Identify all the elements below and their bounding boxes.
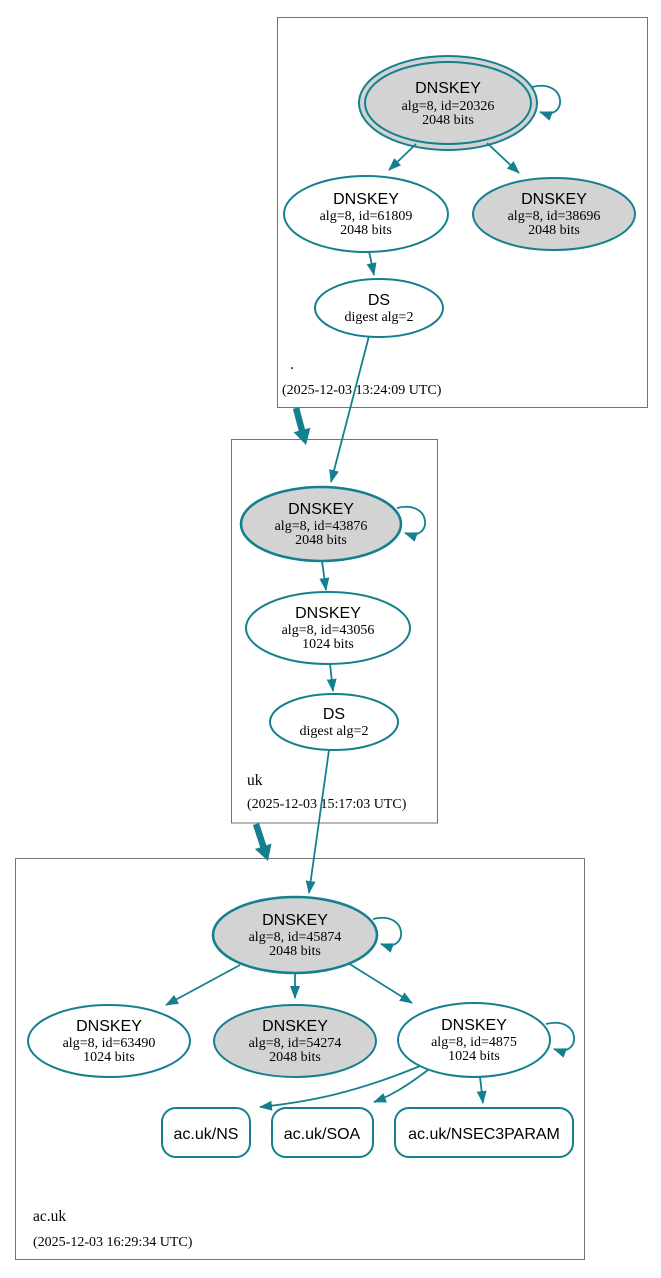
- root-zsk-detail1: alg=8, id=61809: [320, 209, 413, 224]
- root-ds-detail1: digest alg=2: [345, 310, 414, 325]
- edge-acuk-ksk-to-zsk1: [165, 964, 241, 1006]
- uk-ksk-title: DNSKEY: [288, 501, 354, 518]
- edge-root-ds-to-uk-ksk: [329, 335, 370, 483]
- acuk-zsk1-title: DNSKEY: [76, 1018, 142, 1035]
- uk-ds-node: [269, 693, 399, 751]
- root-zone-timestamp: (2025-12-03 13:24:09 UTC): [282, 383, 442, 398]
- acuk-zsk3-detail2: 1024 bits: [448, 1049, 500, 1064]
- root-ds-node: [314, 278, 444, 338]
- edge-acuk-zsk3-selfloop: [545, 1021, 575, 1058]
- acuk-zone-label: ac.uk: [33, 1208, 66, 1225]
- acuk-zsk1-detail2: 1024 bits: [83, 1050, 135, 1065]
- acuk-zone-timestamp: (2025-12-03 16:29:34 UTC): [33, 1235, 193, 1250]
- root-ksk-node-inner: [364, 61, 532, 145]
- uk-zsk-title: DNSKEY: [295, 605, 361, 622]
- root-zsk-detail2: 2048 bits: [340, 223, 392, 238]
- rrset-soa-label: ac.uk/SOA: [284, 1126, 361, 1143]
- root-ksk-detail1: alg=8, id=20326: [402, 99, 495, 114]
- uk-ds-title: DS: [323, 706, 345, 723]
- delegation-arrow-root-to-uk-head: [293, 427, 311, 445]
- acuk-zsk3-title: DNSKEY: [441, 1017, 507, 1034]
- delegation-arrow-root-to-uk-shaft: [292, 407, 306, 432]
- acuk-zsk3-node: [397, 1002, 551, 1078]
- root-ds-title: DS: [368, 292, 390, 309]
- edge-acuk-ksk-to-zsk3: [347, 962, 413, 1004]
- edge-uk-zsk-to-ds: [326, 663, 337, 692]
- edge-uk-ksk-to-zsk: [319, 560, 330, 591]
- uk-ds-detail1: digest alg=2: [300, 724, 369, 739]
- edge-acuk-zsk3-to-soa: [373, 1069, 429, 1103]
- uk-ksk-node: [239, 485, 403, 563]
- root-key2-detail1: alg=8, id=38696: [508, 209, 601, 224]
- acuk-zsk2-detail2: 2048 bits: [269, 1050, 321, 1065]
- acuk-zsk3-detail1: alg=8, id=4875: [431, 1035, 517, 1050]
- edge-root-ksk-selfloop: [531, 84, 561, 121]
- root-zsk-title: DNSKEY: [333, 191, 399, 208]
- uk-zsk-detail2: 1024 bits: [302, 637, 354, 652]
- acuk-ksk-detail1: alg=8, id=45874: [249, 930, 342, 945]
- root-zsk-node: [283, 175, 449, 253]
- acuk-zsk2-detail1: alg=8, id=54274: [249, 1036, 342, 1051]
- edge-acuk-zsk3-to-nsec3param: [476, 1076, 487, 1104]
- rrset-ns-label: ac.uk/NS: [174, 1126, 239, 1143]
- root-zone-label: .: [290, 356, 294, 373]
- uk-zone-label: uk: [247, 772, 263, 789]
- rrset-ns-box: [161, 1107, 251, 1158]
- acuk-ksk-title: DNSKEY: [262, 912, 328, 929]
- edge-root-zsk-to-ds: [366, 250, 377, 276]
- uk-zsk-node: [245, 591, 411, 665]
- acuk-zsk2-node: [213, 1004, 377, 1078]
- root-key2-title: DNSKEY: [521, 191, 587, 208]
- root-key2-node: [472, 177, 636, 251]
- rrset-nsec3param-label: ac.uk/NSEC3PARAM: [408, 1126, 560, 1143]
- delegation-arrow-uk-to-acuk-head: [254, 843, 272, 861]
- edge-acuk-ksk-selfloop: [372, 916, 402, 953]
- root-ksk-title: DNSKEY: [415, 80, 481, 97]
- root-ksk-node-outer: [358, 55, 538, 151]
- acuk-zsk2-title: DNSKEY: [262, 1018, 328, 1035]
- root-key2-detail2: 2048 bits: [528, 223, 580, 238]
- uk-zone-timestamp: (2025-12-03 15:17:03 UTC): [247, 797, 407, 812]
- uk-zsk-detail1: alg=8, id=43056: [282, 623, 375, 638]
- acuk-zsk1-detail1: alg=8, id=63490: [63, 1036, 156, 1051]
- uk-ksk-detail1: alg=8, id=43876: [275, 519, 368, 534]
- edge-acuk-zsk3-to-ns: [259, 1065, 421, 1111]
- delegation-arrow-uk-to-acuk-shaft: [252, 822, 267, 849]
- edge-root-ksk-to-key2: [486, 142, 520, 174]
- acuk-zsk1-node: [27, 1004, 191, 1078]
- edge-uk-ds-to-acuk-ksk: [305, 749, 330, 894]
- root-ksk-detail2: 2048 bits: [422, 113, 474, 128]
- acuk-ksk-detail2: 2048 bits: [269, 944, 321, 959]
- edge-uk-ksk-selfloop: [396, 505, 426, 542]
- rrset-nsec3param-box: [394, 1107, 574, 1158]
- uk-ksk-detail2: 2048 bits: [295, 533, 347, 548]
- rrset-soa-box: [271, 1107, 374, 1158]
- edge-root-ksk-to-zsk: [388, 143, 417, 171]
